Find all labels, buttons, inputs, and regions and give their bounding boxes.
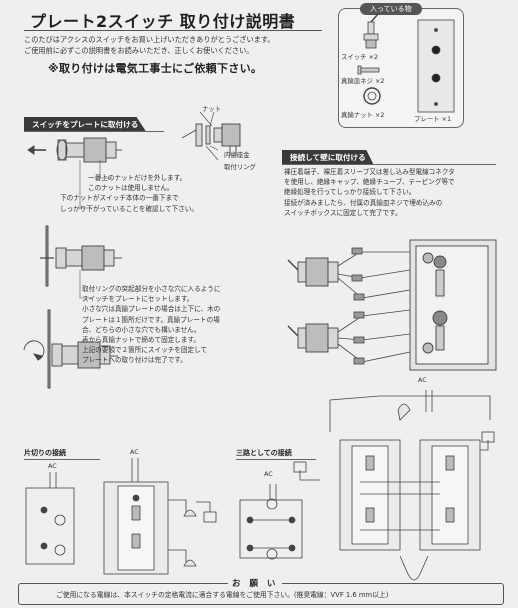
step2-line: 取付リングの突起部分を小さな穴に入るように xyxy=(82,285,221,293)
threeway-wiring-rule xyxy=(236,459,316,460)
wall-line: スイッチボックスに固定して完了です。 xyxy=(284,208,402,217)
wall-line: 接続が済みましたら、付属の真鍮皿ネジで埋め込みの xyxy=(284,198,443,207)
step2-switch-drawing xyxy=(40,225,122,287)
section-plate-rule xyxy=(24,131,164,132)
step2-leader-line xyxy=(79,270,92,299)
switch-item-icon xyxy=(363,13,379,49)
contents-title: 入っている物 xyxy=(360,3,422,15)
ring-part-label: 取付リング xyxy=(224,163,256,171)
intro-line: このたびはアクシスのスイッチをお買い上げいただきありがとうございます。 xyxy=(24,35,275,44)
nut-part-label: ナット xyxy=(202,105,222,113)
threeway-wiring-title: 三路としての接続 xyxy=(236,449,292,457)
wall-line: 裸圧着端子、裸圧着スリーブ又は差し込み型電線コネクタ xyxy=(284,168,455,176)
step1-switch-drawing xyxy=(27,137,122,163)
step2-line: 合、どちらの小さな穴でも構いません。 xyxy=(82,325,201,334)
step2-line: プレートへの取り付けは完了です。 xyxy=(82,356,187,365)
step1-line: このナットは使用しません。 xyxy=(88,184,174,193)
intro-line: ご使用前に必ずこの説明書をお読みいただき、正しくお使いください。 xyxy=(24,46,254,55)
section-wall-title: 接続して壁に取付ける xyxy=(282,150,374,165)
step1-leader-lines xyxy=(79,160,112,209)
ac-label-single-schematic: AC xyxy=(48,462,57,470)
step2-instructions: 取付リングの突起部分を小さな穴に入るように スイッチをプレートにセットします。 … xyxy=(82,284,282,366)
nut-item-label: 真鍮ナット ×2 xyxy=(341,111,385,119)
screw-item-icon xyxy=(357,65,380,75)
step1-line: 一番上のナットだけを外します。 xyxy=(88,174,187,182)
step2-line: プレートは１箇所だけです。真鍮プレートの場 xyxy=(82,315,220,324)
request-label: お 願 い xyxy=(228,577,283,589)
screw-item-label: 真鍮皿ネジ ×2 xyxy=(341,77,385,85)
ac-label-single-wiring: AC xyxy=(130,448,139,456)
step3-switch-drawing xyxy=(23,309,118,389)
washer-part-label: 内歯座金 xyxy=(224,151,250,159)
section-plate-title: スイッチをプレートに取付ける xyxy=(24,117,147,132)
single-wiring-title: 片切りの接続 xyxy=(24,449,66,457)
title-underline xyxy=(24,30,322,31)
single-schematic-frame xyxy=(25,487,75,565)
step1-line: 下のナットがスイッチ本体の一番下まで xyxy=(60,194,179,203)
nut-item-icon xyxy=(363,87,381,105)
wall-line: を使用し、絶縁キャップ、絶縁チューブ、テーピング等で xyxy=(284,178,455,187)
section-wall-rule xyxy=(282,164,496,165)
wall-instructions: 裸圧着端子、裸圧着スリーブ又は差し込み型電線コネクタ を使用し、絶縁キャップ、絶… xyxy=(284,167,514,218)
request-text: ご使用になる電線は、本スイッチの定格電流に適合する電線をご使用下さい。(推奨電線… xyxy=(56,591,389,599)
step1-line: しっかり下がっていることを確認して下さい。 xyxy=(60,204,198,213)
switch-item-label: スイッチ ×2 xyxy=(341,53,379,61)
step2-line: スイッチをプレートにセットします。 xyxy=(82,295,194,304)
step2-line: 小さな穴は真鍮プレートの場合は上下に、木の xyxy=(82,305,221,314)
electrician-notice: ※取り付けは電気工事士にご依頼下さい。 xyxy=(48,62,263,75)
ac-label-threeway-wiring: AC xyxy=(418,376,427,384)
step2-line: 上記の要領で２箇所にスイッチを固定して xyxy=(82,346,208,355)
ac-label-threeway-schematic: AC xyxy=(264,470,273,478)
plate-item-icon xyxy=(417,19,455,113)
step2-line: 表から真鍮ナットで締めて固定します。 xyxy=(82,336,201,345)
parts-detail-drawing xyxy=(181,111,241,161)
plate-item-label: プレート ×1 xyxy=(414,115,452,123)
wall-line: 絶縁処理を行ってしっかり接続して下さい。 xyxy=(284,188,416,197)
threeway-schematic-frame xyxy=(239,499,303,559)
single-wiring-rule xyxy=(24,459,100,460)
step1-instructions: 一番上のナットだけを外します。 このナットは使用しません。 下のナットがスイッチ… xyxy=(60,173,278,214)
page-title: プレート2スイッチ 取り付け説明書 xyxy=(30,12,296,31)
intro-text: このたびはアクシスのスイッチをお買い上げいただきありがとうございます。 ご使用前… xyxy=(24,34,324,56)
